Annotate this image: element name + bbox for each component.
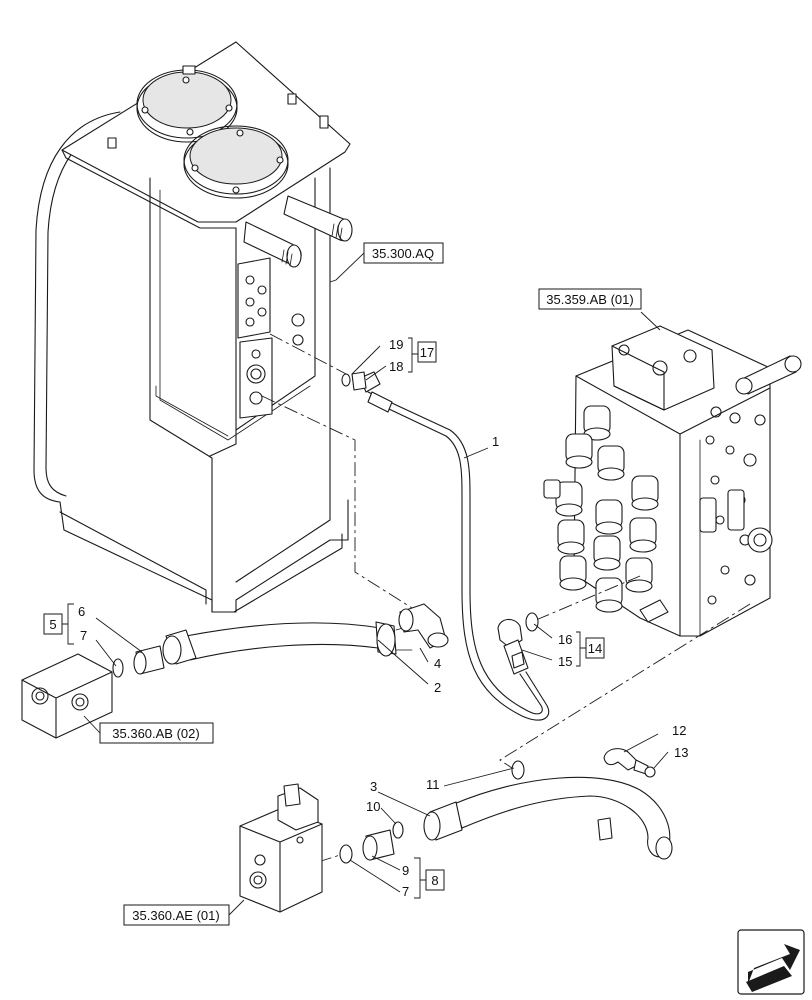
kit-box-17[interactable]: 17 bbox=[408, 337, 437, 373]
bolt-13 bbox=[633, 759, 656, 778]
callout-7-upper: 7 bbox=[80, 628, 87, 643]
ref-label-block-bottom: 35.360.AE (01) bbox=[132, 908, 219, 923]
callout-3: 3 bbox=[370, 779, 377, 794]
callout-2: 2 bbox=[434, 680, 441, 695]
valve-block-bottom bbox=[239, 783, 323, 913]
callout-numbers: 19 18 1 6 7 4 2 16 15 12 13 11 3 10 9 7 bbox=[78, 337, 688, 899]
assembly-lines bbox=[261, 333, 751, 863]
kit-label-14: 14 bbox=[588, 641, 602, 656]
kit-label-17: 17 bbox=[420, 345, 434, 360]
ref-box-tank[interactable]: 35.300.AQ bbox=[329, 242, 444, 283]
hydraulic-tank bbox=[33, 41, 353, 613]
callout-7-lower: 7 bbox=[402, 884, 409, 899]
spool-caps bbox=[543, 405, 659, 613]
callout-11: 11 bbox=[426, 777, 440, 792]
callout-leaders bbox=[95, 345, 669, 893]
callout-10: 10 bbox=[366, 799, 380, 814]
kit-label-5: 5 bbox=[49, 617, 56, 632]
callout-1: 1 bbox=[492, 434, 499, 449]
ref-label-tank: 35.300.AQ bbox=[372, 246, 434, 261]
elbow-fitting bbox=[497, 612, 539, 675]
callout-9: 9 bbox=[402, 863, 409, 878]
callout-6: 6 bbox=[78, 604, 85, 619]
control-valve bbox=[543, 325, 802, 637]
callout-19: 19 bbox=[389, 337, 403, 352]
ref-box-block-left[interactable]: 35.360.AB (02) bbox=[83, 715, 214, 744]
ref-label-block-left: 35.360.AB (02) bbox=[112, 726, 199, 741]
clamp-12 bbox=[603, 748, 641, 771]
ref-box-control-valve[interactable]: 35.359.AB (01) bbox=[538, 288, 661, 331]
kit-box-5[interactable]: 5 bbox=[43, 603, 74, 645]
kit-box-8[interactable]: 8 bbox=[414, 857, 445, 899]
hose-3 bbox=[423, 776, 673, 860]
hose-1 bbox=[341, 371, 550, 721]
callout-18: 18 bbox=[389, 359, 403, 374]
ref-box-block-bottom[interactable]: 35.360.AE (01) bbox=[123, 899, 245, 926]
callout-15: 15 bbox=[558, 654, 572, 669]
next-page-arrow-icon[interactable] bbox=[737, 929, 805, 995]
kit-box-14[interactable]: 14 bbox=[576, 631, 605, 667]
valve-block-left bbox=[21, 653, 113, 739]
fitting-9 bbox=[339, 821, 404, 864]
hose-2 bbox=[162, 603, 449, 665]
callout-12: 12 bbox=[672, 723, 686, 738]
callout-13: 13 bbox=[674, 745, 688, 760]
ref-label-control-valve: 35.359.AB (01) bbox=[546, 292, 633, 307]
callout-16: 16 bbox=[558, 632, 572, 647]
fitting-6 bbox=[112, 645, 165, 678]
callout-4: 4 bbox=[434, 656, 441, 671]
kit-label-8: 8 bbox=[431, 873, 438, 888]
o-ring-11 bbox=[511, 760, 525, 780]
